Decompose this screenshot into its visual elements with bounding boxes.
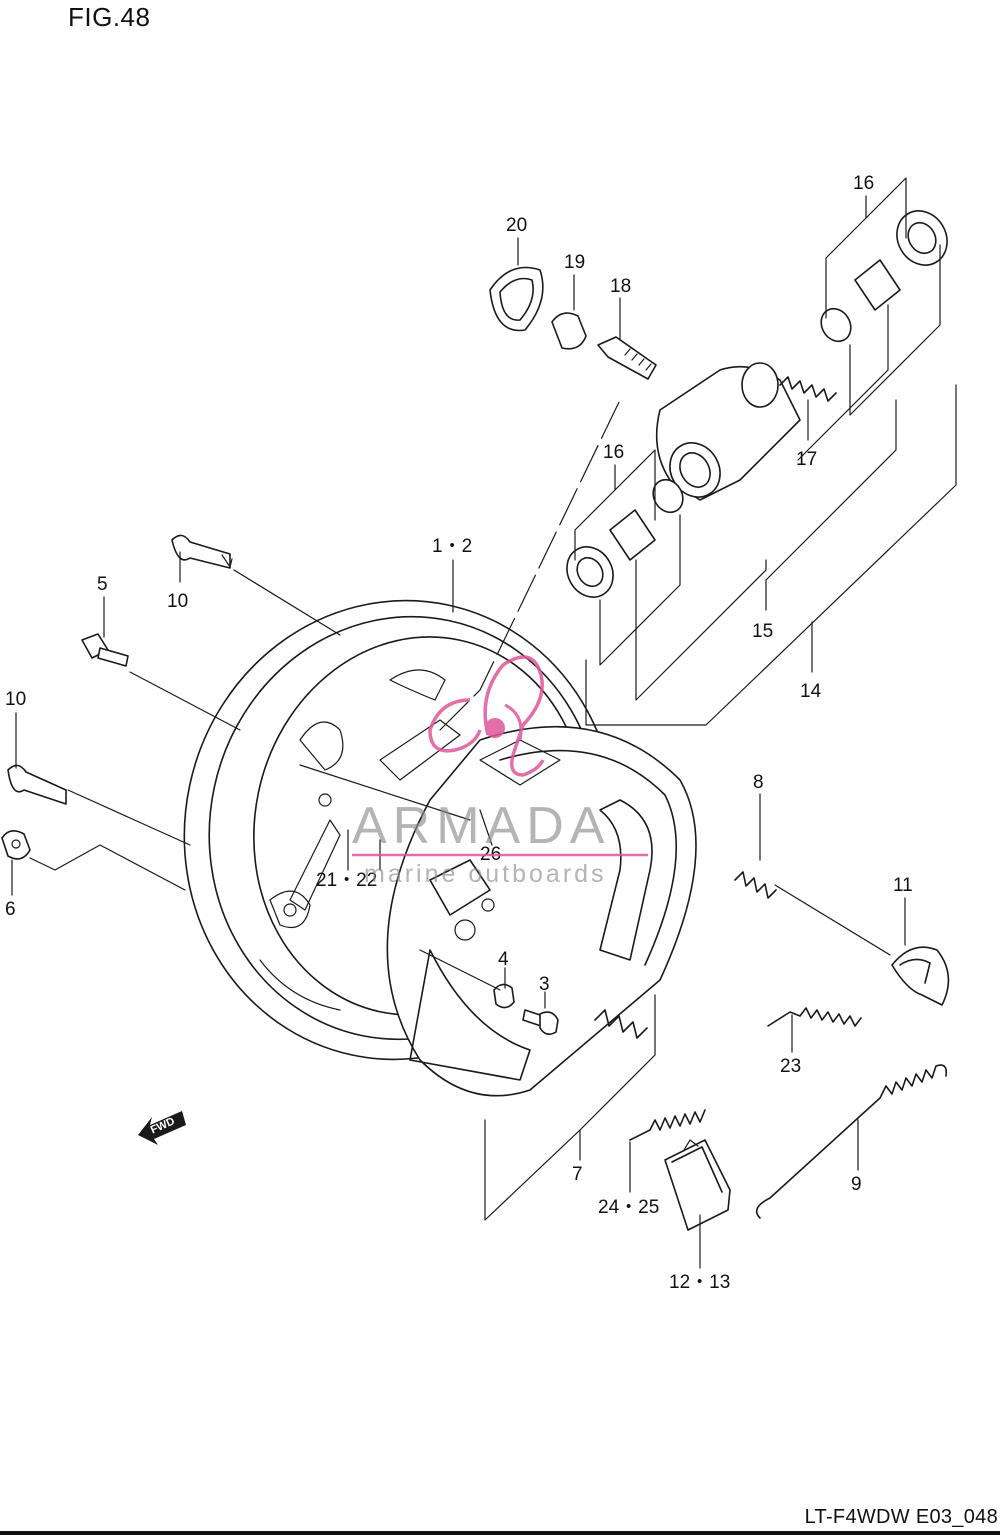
label-18: 18	[610, 276, 631, 297]
piston-boot-right	[820, 210, 948, 343]
label-9: 9	[851, 1174, 862, 1195]
label-21-22: 21・22	[316, 870, 377, 891]
bottom-rule	[0, 1531, 1000, 1535]
label-4: 4	[498, 949, 509, 970]
clip-11	[891, 946, 950, 1006]
label-3: 3	[539, 974, 550, 995]
bolt-3	[522, 1009, 559, 1036]
brake-shoe	[386, 725, 697, 1097]
cylinder-spring	[779, 376, 837, 402]
bolt-5	[81, 633, 129, 667]
shoe-spring	[594, 1009, 648, 1039]
label-6: 6	[5, 899, 16, 920]
label-19: 19	[564, 252, 585, 273]
cylinder-seal	[489, 266, 544, 332]
label-7: 7	[572, 1164, 583, 1185]
fwd-arrow	[138, 1111, 186, 1145]
figure-code: LT-F4WDW E03_048	[804, 1506, 998, 1528]
label-17: 17	[796, 449, 817, 470]
watermark: ARMADA marine outboards	[352, 655, 648, 888]
label-20: 20	[506, 215, 527, 236]
label-10-lower: 10	[5, 689, 26, 710]
bolt-10-upper	[171, 534, 233, 569]
bleeder-screw	[597, 336, 657, 380]
nut-6	[1, 830, 31, 860]
piston-boot-left	[566, 478, 684, 598]
watermark-brand: ARMADA	[352, 797, 610, 855]
label-5: 5	[97, 574, 108, 595]
nut-4	[493, 983, 515, 1009]
spring-24-25	[629, 1109, 706, 1141]
watermark-tagline: marine outboards	[364, 860, 607, 888]
leader-lines	[11, 177, 957, 1269]
label-10-upper: 10	[167, 591, 188, 612]
label-16-upper: 16	[853, 173, 874, 194]
label-8: 8	[753, 772, 764, 793]
spring-9	[755, 1064, 948, 1219]
label-24-25: 24・25	[598, 1197, 659, 1218]
return-spring-8	[734, 871, 777, 899]
figure-title: FIG.48	[68, 2, 151, 32]
label-16-lower: 16	[603, 442, 624, 463]
label-14: 14	[800, 681, 822, 702]
part-labels: 1・2 3 4 5 6 7 8 9 10 10 11 12・13 14 15 1…	[5, 173, 913, 1293]
bolt-10-lower	[7, 764, 67, 805]
label-12-13: 12・13	[669, 1272, 730, 1293]
label-23: 23	[780, 1056, 801, 1077]
label-1-2: 1・2	[432, 536, 472, 557]
spring-23	[767, 1007, 862, 1027]
armada-logo-icon	[428, 655, 545, 777]
wheel-cylinder	[655, 362, 801, 501]
clip-12-13	[664, 1139, 731, 1231]
label-15: 15	[752, 621, 773, 642]
bleeder-cap	[551, 312, 587, 350]
label-11: 11	[893, 875, 913, 896]
